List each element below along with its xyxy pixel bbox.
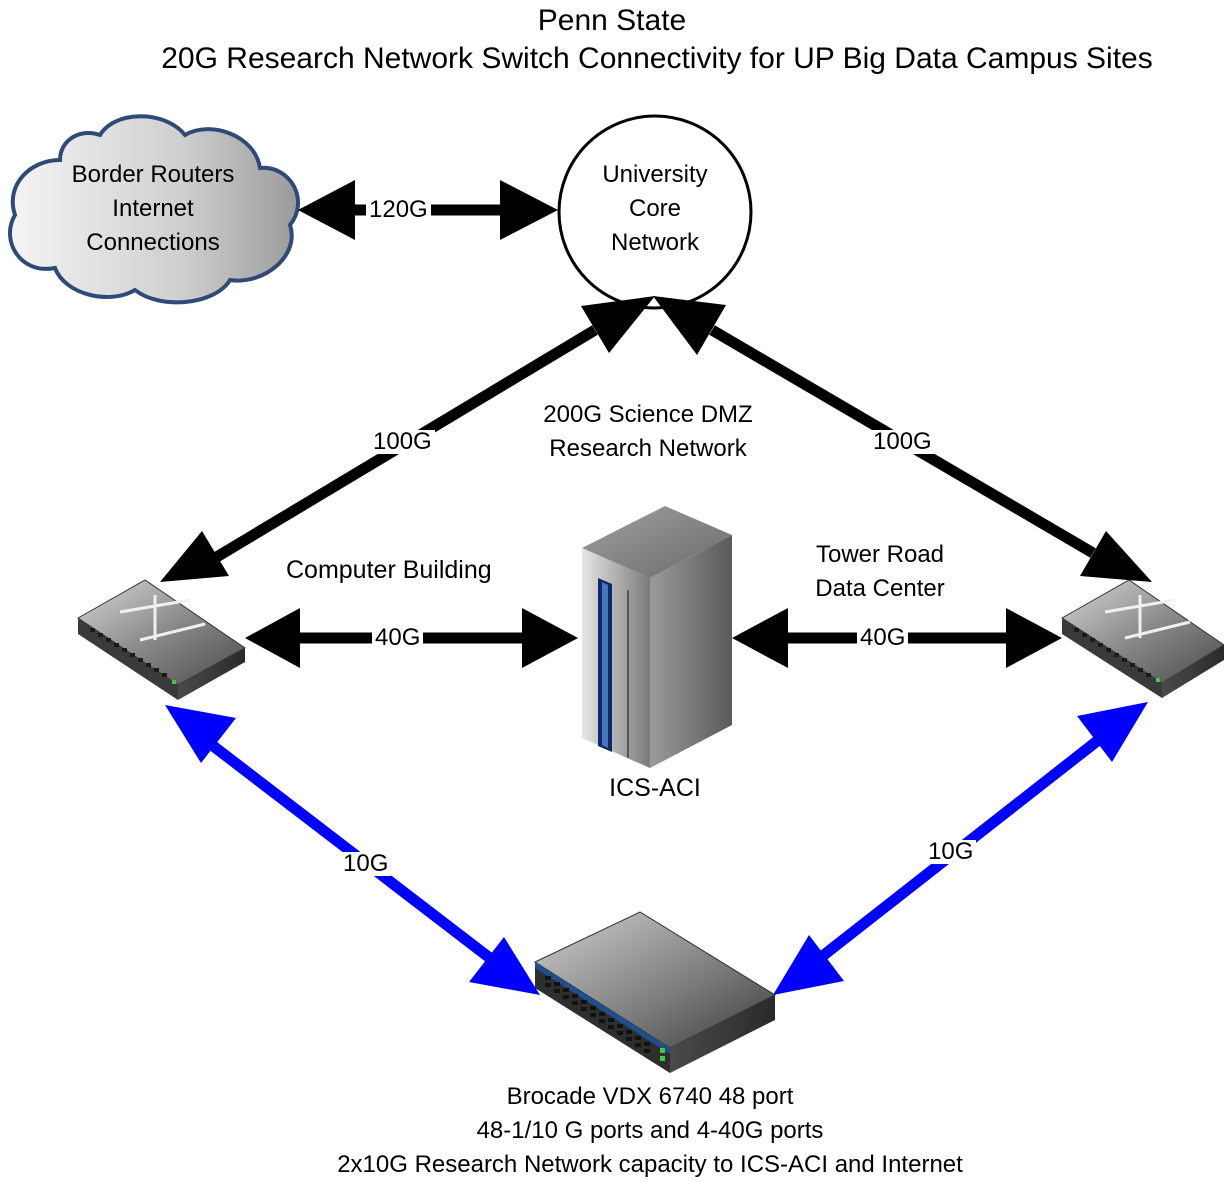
- link-label-core-right: 100G: [870, 430, 935, 454]
- core-network-circle: [557, 114, 753, 310]
- border-routers-label: Border Routers Internet Connections: [71, 161, 235, 256]
- switch-right-icon: [1061, 579, 1224, 698]
- brocade-switch-icon: [533, 911, 777, 1073]
- link-label-border-core: 120G: [366, 198, 431, 222]
- internet-cloud-icon: [8, 114, 301, 305]
- tower-road-label: Tower Road Data Center: [815, 541, 945, 602]
- link-label-left-brocade: 10G: [340, 852, 392, 876]
- link-label-left-ics: 40G: [372, 626, 424, 650]
- server-rack-icon: [582, 506, 732, 768]
- ics-aci-label: ICS-ACI: [609, 774, 701, 802]
- brocade-caption: Brocade VDX 6740 48 port 48-1/10 G ports…: [337, 1083, 963, 1178]
- link-label-core-left: 100G: [370, 430, 435, 454]
- link-label-right-brocade: 10G: [925, 840, 977, 864]
- link-label-right-ics: 40G: [857, 626, 909, 650]
- science-dmz-label: 200G Science DMZ Research Network: [543, 401, 753, 462]
- core-network-label: University Core Network: [602, 161, 708, 256]
- switch-left-icon: [77, 579, 246, 700]
- diagram-subtitle: 20G Research Network Switch Connectivity…: [161, 42, 1153, 75]
- diagram-title: Penn State: [537, 4, 687, 37]
- computer-building-label: Computer Building: [286, 556, 492, 584]
